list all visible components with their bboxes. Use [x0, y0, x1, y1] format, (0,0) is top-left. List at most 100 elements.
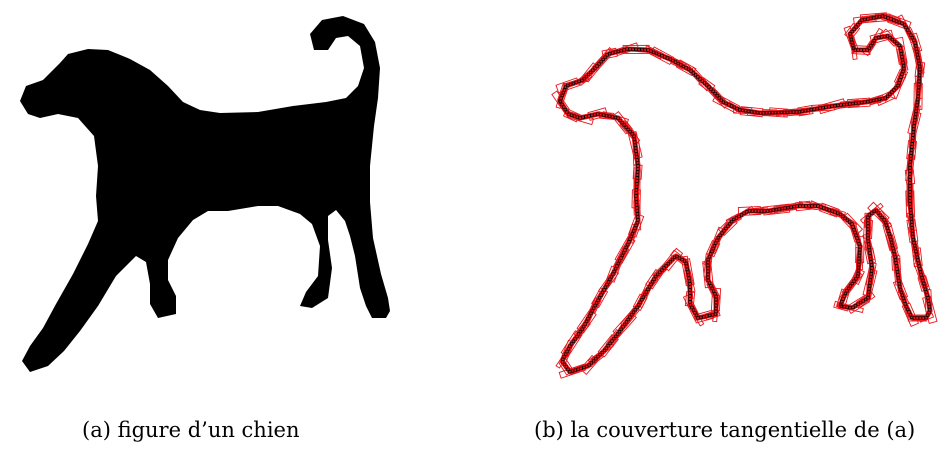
contour-pixel: [640, 48, 644, 52]
contour-pixel: [880, 215, 884, 220]
contour-pixel: [804, 204, 808, 208]
contour-pixel: [684, 261, 688, 266]
contour-pixel: [644, 290, 648, 294]
cover-rectangle: [918, 312, 935, 323]
dog-tangential-cover: [551, 12, 938, 379]
contour-pixel: [677, 256, 682, 260]
contour-pixel: [603, 55, 607, 59]
contour-pixel: [916, 58, 921, 63]
contour-pixel: [918, 67, 922, 71]
contour-pixel: [869, 44, 873, 48]
contour-pixel: [916, 258, 920, 262]
contour-pixel: [598, 352, 602, 357]
contour-pixel: [635, 305, 639, 310]
contour-pixel: [714, 294, 718, 299]
contour-pixel: [750, 209, 755, 213]
contour-pixel: [907, 30, 911, 35]
contour-pixel: [580, 78, 584, 82]
contour-pixel: [816, 204, 820, 208]
figure-caption-a: (a) figure d’un chien: [82, 418, 300, 442]
contour-pixel: [634, 146, 638, 150]
contour-pixel: [892, 88, 896, 92]
contour-pixel: [908, 199, 912, 203]
contour-pixel: [921, 278, 925, 283]
contour-pixel: [854, 25, 858, 29]
contour-pixel: [765, 209, 770, 213]
contour-pixel: [713, 92, 717, 96]
contour-pixel: [870, 41, 875, 45]
contour-pixel: [688, 300, 692, 304]
contour-pixel: [623, 322, 627, 327]
contour-pixel: [927, 302, 931, 306]
contour-pixel: [619, 49, 623, 53]
contour-pixel: [756, 209, 761, 213]
cover-rectangle: [718, 216, 738, 236]
contour-pixel: [909, 214, 913, 218]
contour-pixel: [798, 204, 802, 208]
contour-pixel: [924, 290, 928, 294]
contour-pixel: [916, 97, 920, 101]
contour-pixel: [628, 47, 632, 51]
contour-pixel: [854, 277, 858, 281]
contour-pixel: [869, 260, 873, 264]
contour-pixel: [633, 143, 637, 147]
contour-pixel: [916, 91, 920, 95]
cover-rectangle: [887, 13, 912, 31]
figure-caption-b: (b) la couverture tangentielle de (a): [534, 418, 916, 442]
contour-pixel: [914, 109, 918, 113]
contour-pixel: [824, 105, 828, 109]
contour-pixel: [591, 359, 596, 363]
contour-pixel: [630, 132, 634, 136]
contour-pixel: [902, 66, 906, 71]
contour-pixel: [858, 300, 863, 305]
contour-pixel: [874, 98, 879, 102]
contour-pixel: [900, 55, 904, 59]
contour-pixel: [915, 50, 919, 54]
contour-pixel: [918, 316, 922, 320]
contour-pixel: [913, 41, 917, 45]
contour-pixel: [651, 280, 655, 284]
contour-pixel: [867, 287, 871, 291]
contour-pixel: [610, 339, 614, 343]
contour-pixel: [584, 75, 588, 79]
contour-pixel: [654, 274, 658, 279]
contour-pixel: [908, 166, 912, 170]
contour-pixel: [621, 325, 625, 329]
contour-pixel: [896, 276, 901, 280]
cover-rectangle: [645, 268, 664, 290]
contour-pixel: [622, 48, 626, 52]
contour-pixel: [908, 190, 912, 194]
contour-pixel: [675, 254, 679, 259]
contour-pixel: [908, 160, 913, 164]
contour-pixel: [914, 47, 918, 51]
cover-rectangle: [706, 281, 721, 302]
contour-pixel: [868, 254, 872, 258]
contour-pixel: [599, 60, 603, 64]
contour-pixel: [901, 61, 905, 65]
contour-pixel: [800, 109, 805, 113]
contour-pixel: [910, 226, 914, 230]
contour-pixel: [868, 281, 872, 285]
contour-pixel: [601, 57, 605, 61]
contour-pixel: [741, 108, 745, 112]
contour-pixel: [596, 355, 600, 359]
contour-pixel: [888, 92, 892, 96]
contour-pixel: [909, 208, 913, 212]
contour-pixel: [564, 365, 568, 369]
contour-pixel: [917, 61, 921, 66]
contour-pixel: [867, 245, 871, 249]
cover-rectangle: [840, 99, 860, 109]
contour-pixel: [889, 238, 893, 242]
contour-pixel: [762, 209, 767, 213]
contour-pixel: [810, 204, 814, 208]
tangential-cover-segments: [551, 12, 938, 379]
contour-pixel: [909, 151, 913, 155]
contour-pixel: [647, 285, 652, 289]
contour-pixel: [744, 109, 748, 113]
contour-pixel: [714, 303, 718, 308]
contour-pixel: [602, 348, 607, 353]
contour-pixel: [565, 110, 569, 114]
contour-pixel: [606, 344, 610, 348]
contour-pixel: [771, 208, 776, 212]
contour-pixel: [903, 302, 907, 306]
